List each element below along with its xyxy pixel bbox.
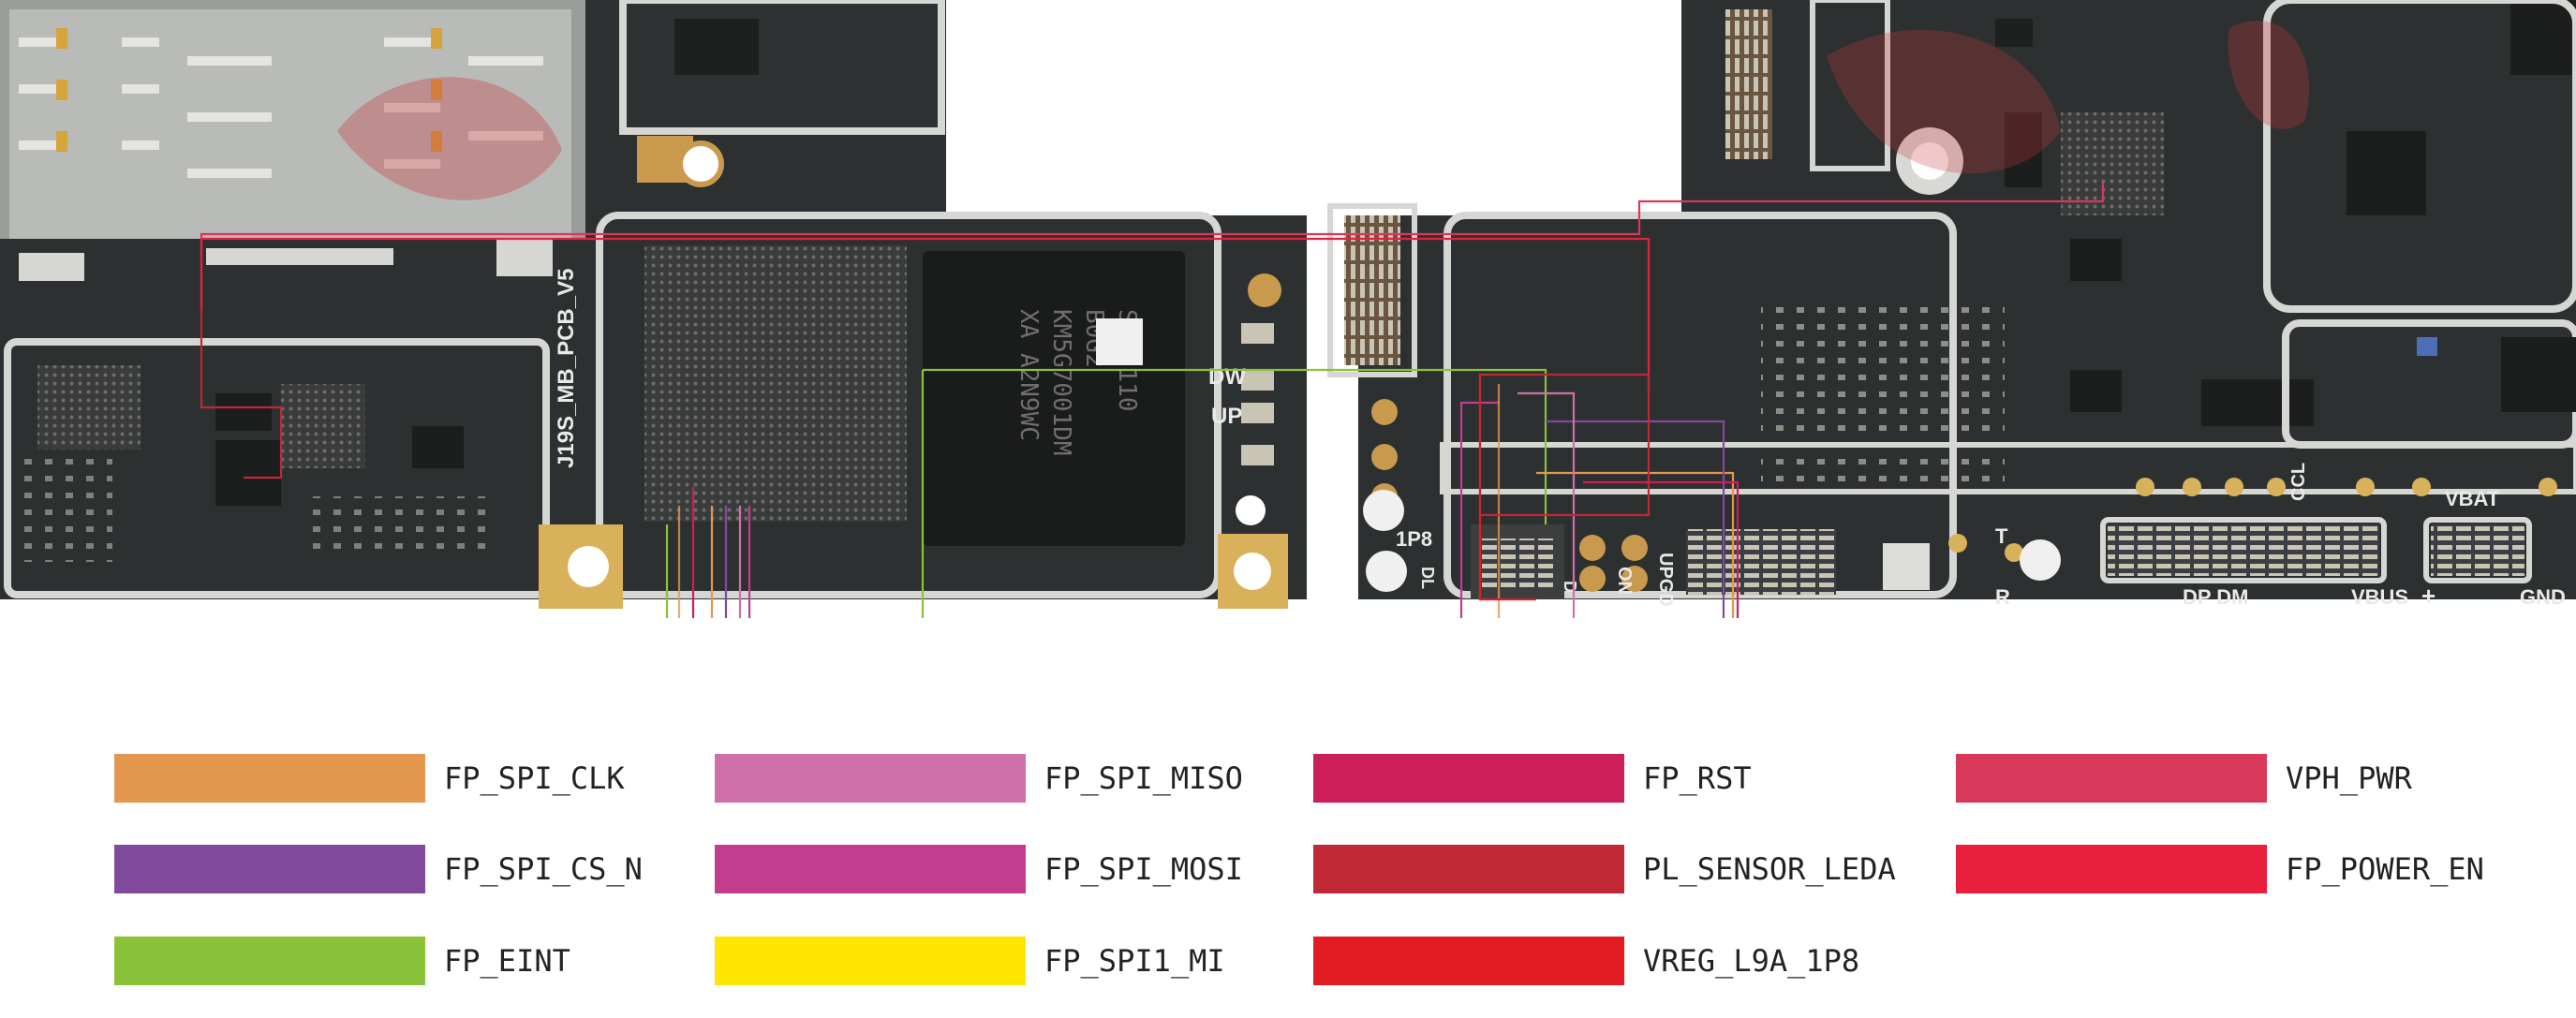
silk-ccl: CCL: [2288, 463, 2309, 501]
trace-pl-sensor-leda: [200, 309, 283, 479]
legend-label: VPH_PWR: [2286, 760, 2412, 796]
legend-label: FP_SPI1_MI: [1044, 943, 1225, 979]
trace-fp-spi1-mi: [677, 384, 1501, 618]
mounting-hole: [568, 546, 609, 587]
pcb-board-photo: SEC 110 B0G2 KM5G7001DM XA A2N9WC J19S_M…: [0, 0, 2576, 618]
test-pad: [1366, 551, 1407, 592]
test-pad: [1363, 490, 1404, 531]
silk-vbat: VBAT: [2445, 487, 2500, 510]
silk-plus: +: [2421, 582, 2435, 610]
legend-label: VREG_L9A_1P8: [1643, 943, 1860, 979]
trace-fp-spi-miso: [738, 391, 1576, 618]
trace-fp-power-en: [200, 237, 1651, 393]
silk-dw: DW: [1208, 364, 1246, 390]
silk-d: D: [1561, 581, 1579, 593]
legend-label: FP_EINT: [444, 943, 570, 979]
fpc-connector: [1344, 215, 1400, 365]
memory-marking-4: XA A2N9WC: [1014, 309, 1043, 441]
legend-label: FP_POWER_EN: [2286, 851, 2484, 887]
pcb-silk-label: J19S_MB_PCB_V5: [554, 269, 579, 468]
signal-legend: FP_SPI_CLK FP_SPI_MISO FP_RST VPH_PWR FP…: [0, 730, 2576, 1011]
trace-bundle: [1478, 373, 1651, 517]
legend-label: PL_SENSOR_LEDA: [1643, 851, 1896, 887]
legend-swatch: [1313, 937, 1624, 985]
trace-fp-spi-cs: [724, 420, 1725, 618]
silk-dp-dm: DP DM: [2183, 585, 2249, 609]
silk-up: UP: [1211, 404, 1242, 429]
mounting-hole: [1236, 495, 1266, 525]
legend-swatch: [1313, 845, 1624, 893]
legend-swatch: [114, 845, 425, 893]
legend-label: FP_SPI_CS_N: [444, 851, 643, 887]
legend-label: FP_SPI_MISO: [1044, 760, 1243, 796]
silk-dl: DL: [1418, 567, 1437, 589]
silk-on: ON: [1614, 567, 1635, 595]
silk-1p8: 1P8: [1396, 527, 1432, 551]
legend-swatch: [114, 754, 425, 803]
legend-label: FP_RST: [1643, 760, 1752, 796]
legend-swatch: [114, 937, 425, 985]
silk-t: T: [1995, 524, 2008, 548]
legend-swatch: [1956, 845, 2267, 893]
legend-label: FP_SPI_MOSI: [1044, 851, 1243, 887]
soc-bga: [644, 245, 907, 522]
silk-vbus: VBUS: [2351, 585, 2408, 609]
legend-swatch: [715, 754, 1026, 803]
test-pad: [2020, 539, 2061, 581]
battery-connector: [2431, 524, 2524, 576]
mounting-hole: [1234, 553, 1271, 590]
silk-gnd: GND: [2520, 585, 2566, 609]
legend-swatch: [1313, 754, 1624, 803]
memory-marking-3: KM5G7001DM: [1047, 309, 1075, 456]
trace-fp-spi-clk: [710, 471, 1735, 618]
mounting-hole: [677, 140, 724, 187]
trace-fp-rst: [691, 480, 1740, 618]
legend-swatch: [715, 937, 1026, 985]
trace-fp-eint: [665, 370, 925, 618]
board-connector: [1686, 529, 1836, 595]
legend-swatch: [1956, 754, 2267, 803]
trace-fp-spi-mosi: [748, 401, 1499, 618]
board-connector: [1725, 9, 1772, 159]
test-pad: [1248, 273, 1281, 307]
legend-label: FP_SPI_CLK: [444, 760, 625, 796]
legend-swatch: [715, 845, 1026, 893]
silk-r: R: [1995, 585, 2010, 609]
usb-connector: [2108, 524, 2379, 576]
silk-upgd: UPGD: [1655, 553, 1676, 607]
